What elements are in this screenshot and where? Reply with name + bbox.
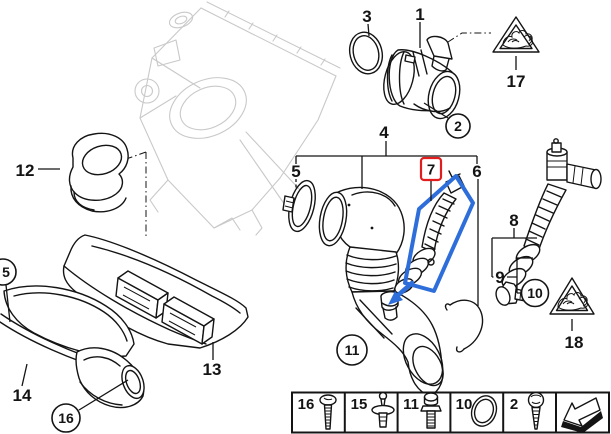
callout-circle-11[interactable]: 11 [336, 334, 368, 366]
callout-12[interactable]: 12 [16, 161, 35, 180]
air-filter-housing-sketch [134, 1, 341, 236]
stud-bolt-icon [420, 392, 442, 429]
svg-text:10: 10 [527, 285, 543, 301]
callout-17[interactable]: 17 [507, 72, 526, 91]
svg-text:2: 2 [510, 396, 518, 413]
callout-5[interactable]: 5 [291, 162, 300, 181]
pinch-warning-triangle-top [492, 16, 540, 53]
o-ring-icon [470, 395, 498, 427]
legend-cell-10[interactable]: 10 [456, 392, 501, 429]
callout-9[interactable]: 9 [495, 268, 504, 287]
callout-circle-16[interactable]: 16 [51, 403, 81, 433]
callout-13[interactable]: 13 [203, 360, 222, 379]
circled-callouts: 2 5 10 11 16 [0, 113, 550, 433]
selected-part-highlight [388, 174, 475, 305]
wire-clip-drawing [444, 299, 484, 353]
hose-clamp-drawing [282, 179, 316, 233]
highlight-arrow-icon [388, 291, 403, 305]
end-piece-drawing [75, 347, 145, 409]
callout-circle-5[interactable]: 5 [0, 258, 17, 286]
screw-long-icon [319, 394, 337, 430]
pinch-warning-triangle-bottom [549, 277, 595, 315]
callout-8[interactable]: 8 [509, 211, 518, 230]
callout-circle-2[interactable]: 2 [445, 113, 471, 139]
upper-air-duct-drawing [62, 234, 249, 349]
legend-cell-16[interactable]: 16 [298, 394, 337, 430]
callout-circle-10[interactable]: 10 [520, 278, 550, 308]
svg-text:16: 16 [58, 410, 74, 426]
legend-cell-11[interactable]: 11 [403, 392, 442, 429]
svg-text:10: 10 [456, 396, 473, 413]
legend-cell-2[interactable]: 2 [510, 391, 545, 430]
svg-text:5: 5 [2, 264, 10, 280]
svg-text:11: 11 [345, 342, 360, 358]
callout-6[interactable]: 6 [472, 162, 481, 181]
screw-short-icon [527, 391, 545, 430]
callout-1[interactable]: 1 [415, 5, 424, 24]
callout-3[interactable]: 3 [362, 7, 371, 26]
o-ring-drawing [348, 31, 384, 75]
selected-callout-7[interactable]: 7 [419, 156, 443, 182]
maf-sensor-drawing [383, 35, 461, 120]
svg-text:11: 11 [403, 396, 419, 413]
callout-4[interactable]: 4 [379, 123, 389, 142]
pinch-hand-icon [502, 29, 534, 49]
callout-18[interactable]: 18 [565, 333, 584, 352]
fastener-legend: 16 15 11 [291, 391, 610, 434]
callout-14[interactable]: 14 [13, 386, 32, 405]
svg-text:16: 16 [298, 396, 315, 413]
callout-7: 7 [427, 162, 435, 179]
legend-cell-15[interactable]: 15 [351, 391, 395, 428]
legend-cell-back[interactable] [561, 397, 603, 433]
rubber-boot-drawing [68, 132, 129, 213]
selected-callout-box [419, 156, 443, 182]
intake-elbow-drawing [318, 186, 444, 397]
expanding-rivet-icon [371, 391, 395, 428]
page-back-arrow-icon [561, 397, 603, 433]
leader-lines [5, 22, 573, 411]
svg-text:2: 2 [454, 118, 462, 134]
svg-text:15: 15 [351, 396, 368, 413]
